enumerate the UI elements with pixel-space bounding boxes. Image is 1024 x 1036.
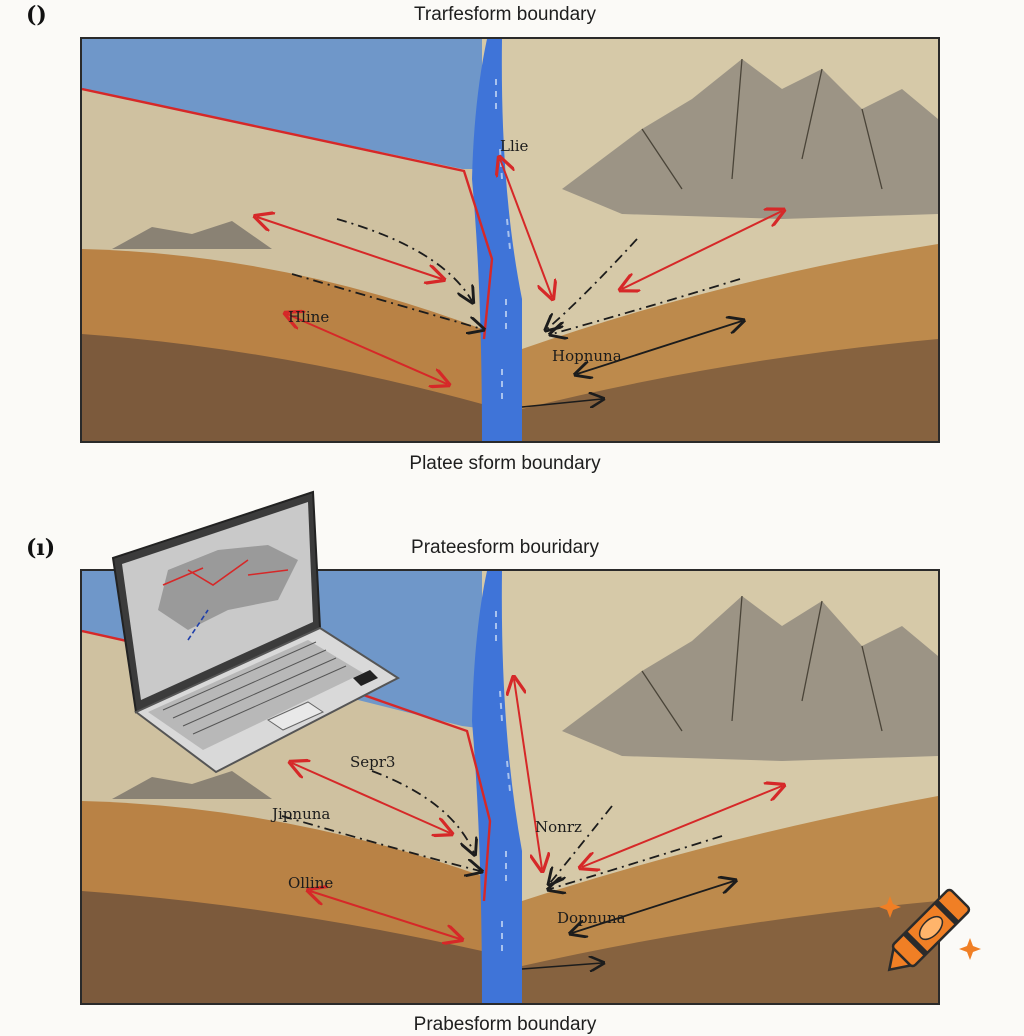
annotation-center-right: Nonrz [535, 818, 582, 836]
panel-a-svg: Llie Hline Hopnuna [82, 39, 938, 441]
panel-b-label: (ı) [26, 535, 56, 561]
panel-a-bottom-caption: Platee sform boundary [409, 453, 601, 474]
panel-a-diagram: Llie Hline Hopnuna [80, 37, 940, 443]
annotation-mid-left: Jipnuna [270, 805, 330, 823]
mountain-range [562, 59, 938, 219]
fault-line [82, 87, 494, 340]
annotation-right: Dopnuna [557, 909, 626, 927]
annotation-left: Hline [288, 308, 329, 326]
annotation-top-left: Sepr3 [350, 753, 395, 771]
panel-a-label: () [26, 2, 47, 28]
laptop-icon [108, 490, 408, 780]
annotation-left: Olline [288, 874, 333, 892]
panel-b-bottom-caption: Prabesform boundary [413, 1014, 597, 1035]
annotation-top: Llie [500, 137, 529, 155]
sparkle-icon [959, 938, 981, 960]
panel-a-title: Trarfesform boundary [414, 4, 596, 25]
panel-b-title: Prateesform bouridary [411, 537, 599, 558]
annotation-right: Hopnuna [552, 347, 622, 365]
soil-deep-right [522, 339, 938, 441]
sparkle-icon [879, 896, 901, 918]
crayon-icon [870, 868, 992, 988]
